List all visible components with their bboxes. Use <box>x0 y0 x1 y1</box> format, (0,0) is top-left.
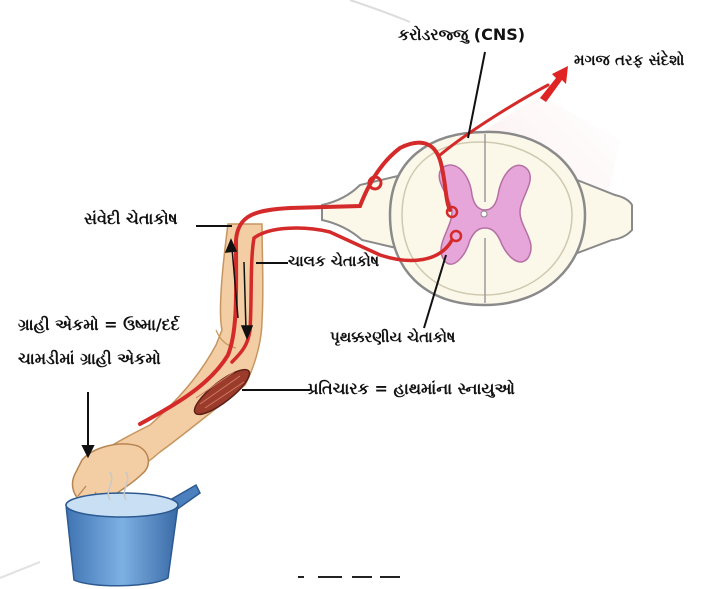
receptor-in-skin-label: ચામડીમાં ગ્રાહી એકમો <box>18 351 161 367</box>
sensory-neuron-label: સંવેદી ચેતાકોષ <box>84 211 178 227</box>
brain-message-label: મગજ તરફ સંદેશો <box>574 53 684 68</box>
brain-message-arrow <box>540 66 568 102</box>
receptor-heat-pain-label: ગ્રાહી એકમો = ઉષ્મા/દર્દ <box>18 317 180 333</box>
cns-label: કરોડરજ્જુ (CNS) <box>398 27 525 43</box>
page-curve-top <box>350 0 410 22</box>
page-curve-bottom <box>0 562 40 578</box>
interneuron-label: પૃથક્કરણીય ચેતાકોષ <box>330 330 455 345</box>
central-canal <box>481 211 487 217</box>
motor-neuron-label: ચાલક ચેતાકોષ <box>288 254 379 269</box>
pot-rim <box>66 493 178 517</box>
effector-label: પ્રતિચારક = હાથમાંના સ્નાયુઓ <box>308 381 515 397</box>
